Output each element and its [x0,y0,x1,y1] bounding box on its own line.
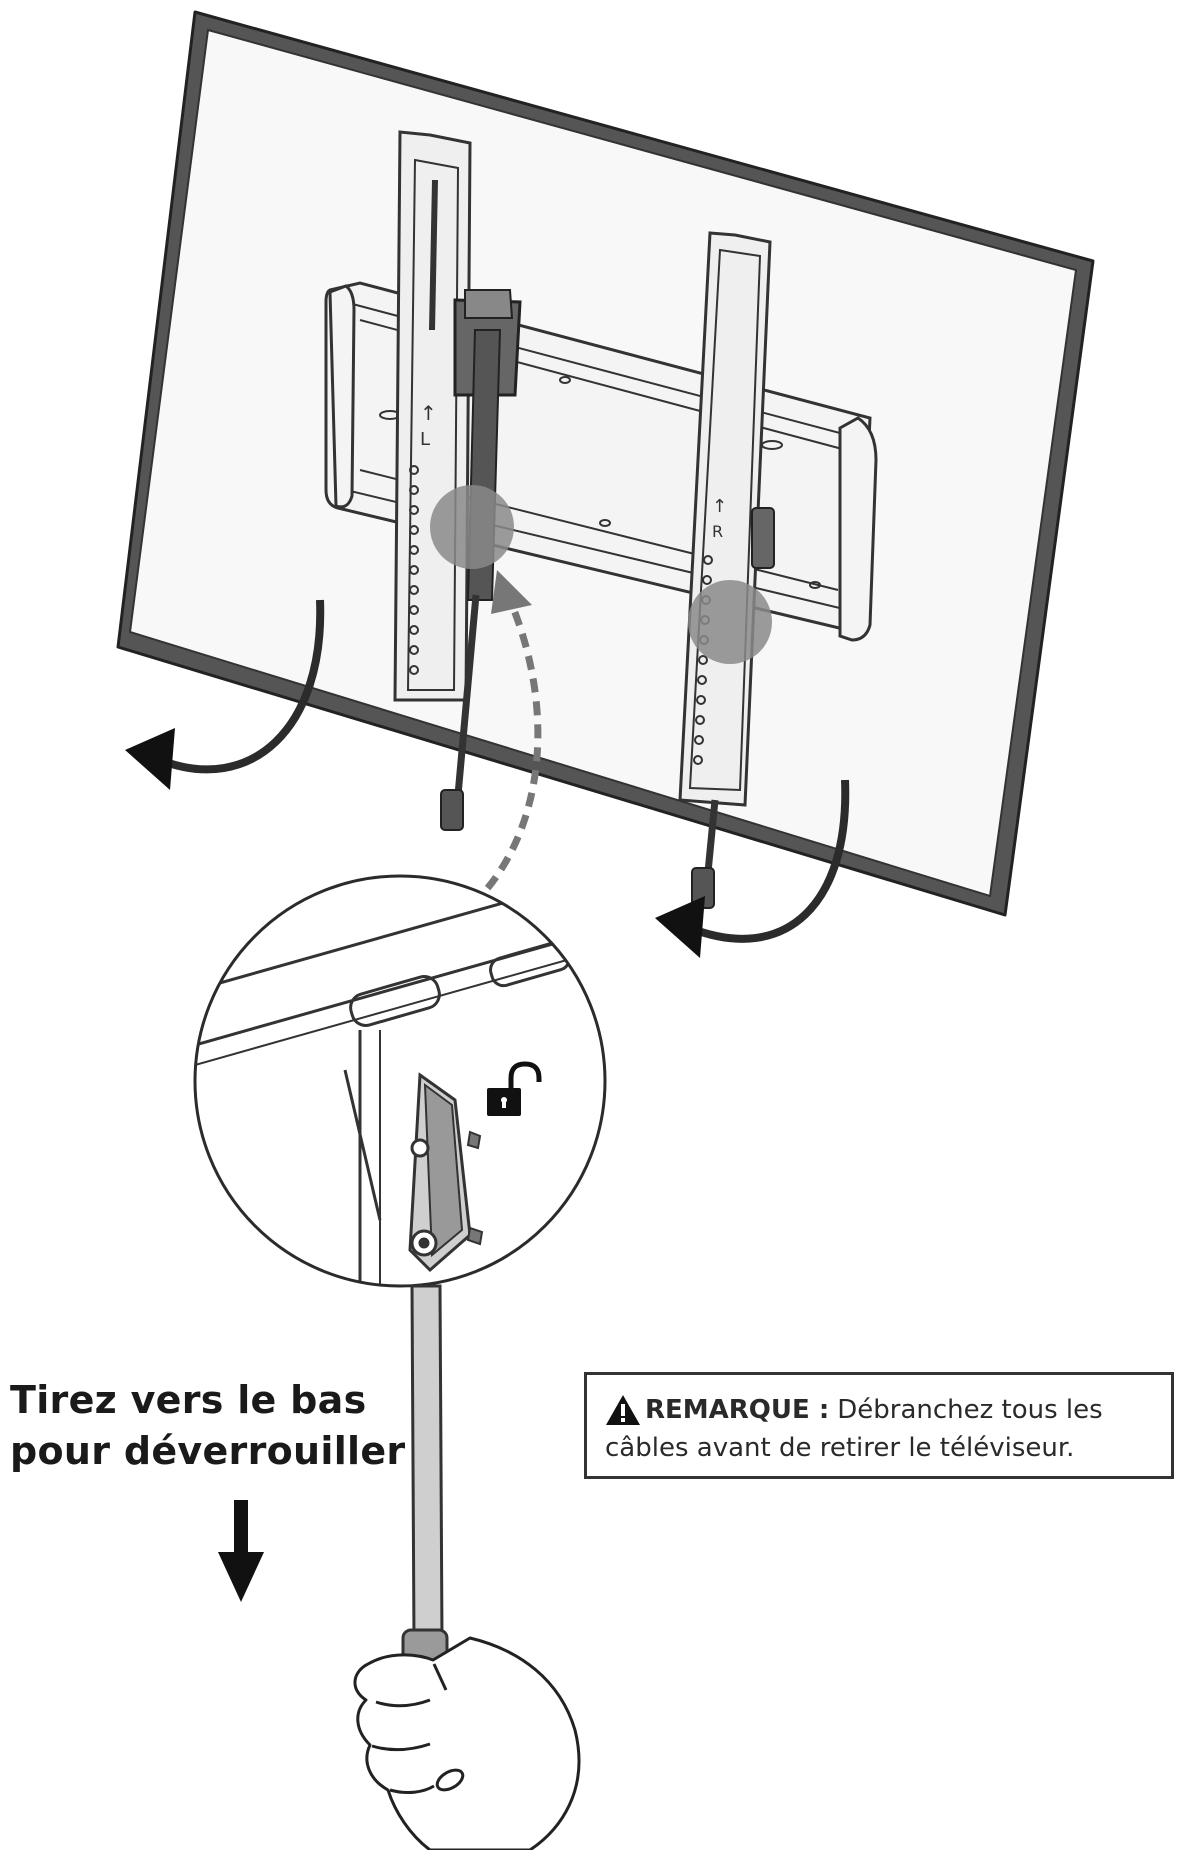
svg-text:R: R [712,522,723,541]
right-vertical-bracket: ↑ R [678,231,775,909]
note-text-2: câbles avant de retirer le téléviseur. [605,1433,1075,1463]
svg-text:↑: ↑ [712,496,727,517]
unlock-padlock-icon [487,1061,542,1116]
zoom-detail-circle [193,874,607,1288]
note-label: REMARQUE : [645,1395,830,1425]
warning-triangle-icon [606,1395,640,1425]
curved-arrow-icon [125,599,325,790]
instruction-line-1: Tirez vers le bas [10,1378,367,1422]
svg-text:L: L [420,429,430,450]
hand-illustration [353,1636,581,1850]
curved-arrow-icon [655,779,850,958]
callout-dashed-arrow [469,570,542,908]
latch-highlight-right [688,580,772,664]
note-line-1: REMARQUE : Débranchez tous les [605,1391,1155,1429]
svg-text:↑: ↑ [420,401,437,425]
down-arrow-icon [218,1500,264,1602]
pull-down-instruction: Tirez vers le bas pour déverrouiller [10,1375,405,1477]
warning-note-box: REMARQUE : Débranchez tous les câbles av… [584,1372,1174,1479]
note-text-1: Débranchez tous les [837,1395,1103,1425]
latch-highlight-left [430,485,514,569]
instruction-line-2: pour déverrouiller [10,1429,406,1473]
